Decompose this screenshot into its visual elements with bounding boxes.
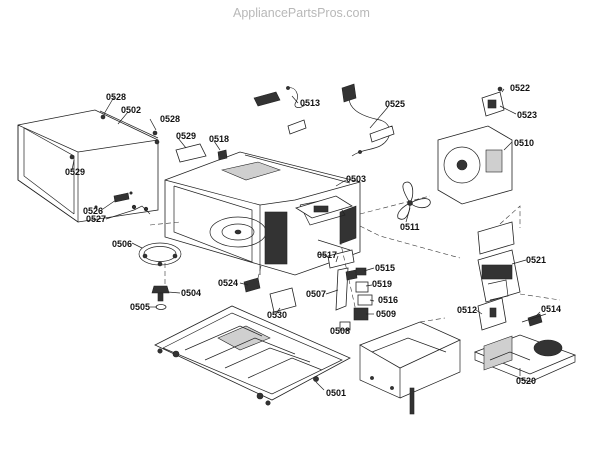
oven-cavity-drawing: [164, 151, 361, 276]
label-0526: 0526: [83, 206, 103, 216]
label-0525: 0525: [385, 99, 405, 109]
label-0510: 0510: [514, 138, 534, 148]
label-0507: 0507: [306, 289, 326, 299]
label-0524: 0524: [218, 278, 238, 288]
label-0511: 0511: [400, 222, 420, 232]
label-0512: 0512: [457, 305, 477, 315]
label-0527: 0527: [86, 214, 106, 224]
cabinet-screws-drawing: [69, 114, 160, 212]
bracket-drawing: [175, 143, 228, 163]
watermark-text: AppliancePartsPros.com: [233, 6, 370, 20]
label-0528-b: 0528: [160, 114, 180, 124]
thermal-cutout-drawing: [481, 86, 505, 117]
label-0502: 0502: [121, 105, 141, 115]
switch-bracket-drawing: [243, 277, 297, 313]
assembly-dashed-lines: [149, 195, 561, 323]
label-0519: 0519: [372, 279, 392, 289]
turntable-ring-drawing: [138, 242, 182, 267]
label-0513: 0513: [300, 98, 320, 108]
label-0509: 0509: [376, 309, 396, 319]
latch-parts-drawing: [113, 192, 151, 215]
label-0518: 0518: [209, 134, 229, 144]
label-0516: 0516: [378, 295, 398, 305]
label-0504: 0504: [181, 288, 201, 298]
label-0523: 0523: [517, 110, 537, 120]
transformer-drawing: [473, 334, 577, 383]
power-cord-drawing: [341, 83, 395, 157]
label-0505: 0505: [130, 302, 150, 312]
label-0501: 0501: [326, 388, 346, 398]
coupler-drawing: [151, 285, 170, 310]
label-0503: 0503: [346, 174, 366, 184]
waveguide-drawing: [295, 195, 353, 219]
label-0514: 0514: [541, 304, 561, 314]
label-0508: 0508: [330, 326, 350, 336]
label-0529-b: 0529: [65, 167, 85, 177]
wire-harness-drawing: [253, 86, 307, 135]
leader-lines: [71, 88, 541, 391]
label-0522: 0522: [510, 83, 530, 93]
magnetron-drawing: [477, 221, 521, 303]
label-0515: 0515: [375, 263, 395, 273]
label-0530: 0530: [267, 310, 287, 320]
capacitor-drawing: [477, 297, 547, 331]
label-0521: 0521: [526, 255, 546, 265]
latch-lever-drawing: [327, 249, 358, 311]
micro-switches-drawing: [339, 267, 373, 331]
label-0506: 0506: [112, 239, 132, 249]
fan-blade-drawing: [397, 181, 431, 220]
label-0520: 0520: [516, 376, 536, 386]
label-0529-a: 0529: [176, 131, 196, 141]
label-0528-a: 0528: [106, 92, 126, 102]
label-0517: 0517: [317, 250, 337, 260]
part-labels: 0528 0502 0528 0529 0518 0529 0513 0525 …: [65, 83, 561, 398]
control-bracket-drawing: [359, 321, 461, 415]
fan-motor-drawing: [437, 125, 513, 205]
base-plate-drawing: [154, 305, 351, 406]
